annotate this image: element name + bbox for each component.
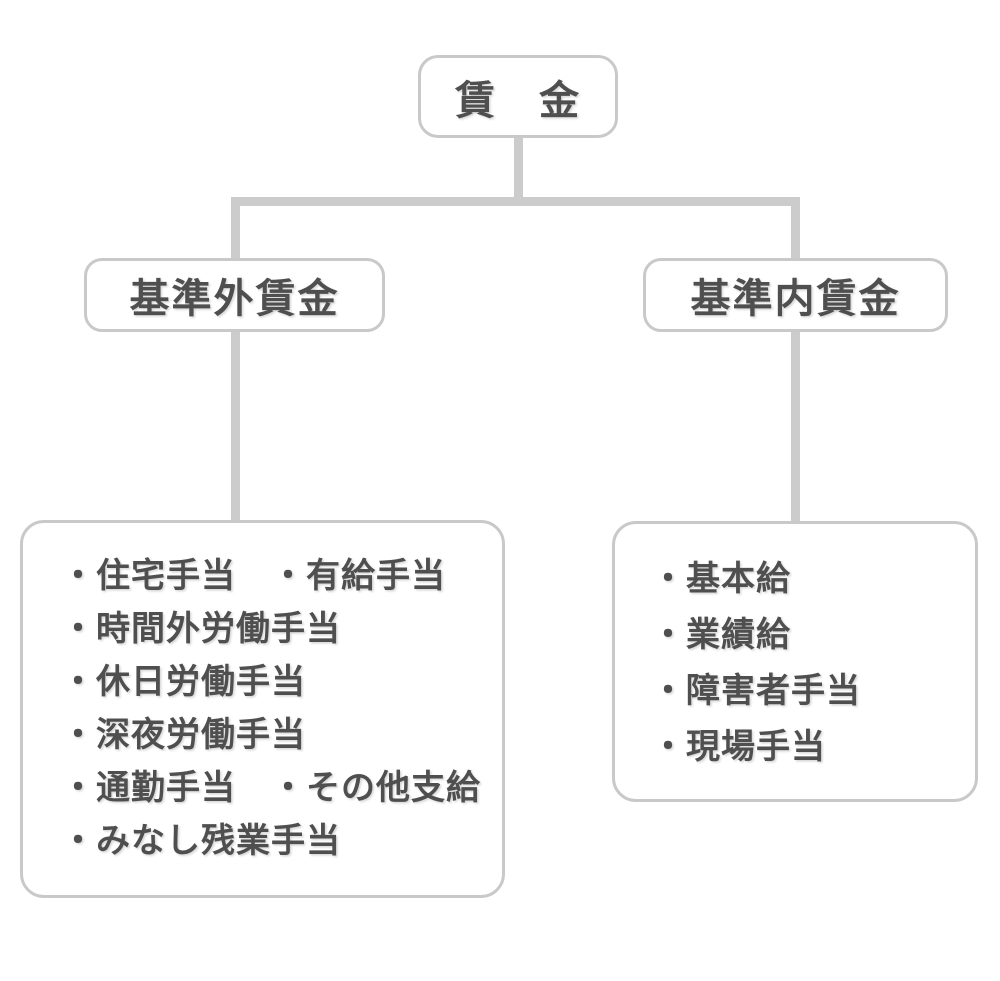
list-item: ・障害者手当 [651,672,861,710]
connector-right-drop-upper [791,197,800,260]
list-item: ・みなし残業手当 [61,822,341,860]
connector-left-drop-upper [231,197,240,260]
connector-right-drop-lower [791,330,800,524]
list-item: ・時間外労働手当 [61,610,341,648]
list-item: ・住宅手当 ・有給手当 [61,557,446,595]
list-item: ・基本給 [651,560,791,598]
node-nonstandard-wage-items: ・住宅手当 ・有給手当 ・時間外労働手当 ・休日労働手当 ・深夜労働手当 ・通勤… [20,520,505,898]
list-item: ・深夜労働手当 [61,716,306,754]
connector-left-drop-lower [231,330,240,523]
list-item: ・通勤手当 ・その他支給 [61,769,481,807]
node-wage: 賃 金 [418,55,618,138]
list-item: ・現場手当 [651,728,826,766]
list-item: ・業績給 [651,616,791,654]
connector-root-stem [514,135,523,201]
node-standard-wage: 基準内賃金 [643,258,948,332]
node-standard-wage-label: 基準内賃金 [690,277,901,321]
connector-horizontal-bar [231,197,800,206]
node-nonstandard-wage-label: 基準外賃金 [129,277,340,321]
node-nonstandard-wage: 基準外賃金 [84,258,385,332]
node-standard-wage-items: ・基本給 ・業績給 ・障害者手当 ・現場手当 [612,521,978,802]
node-wage-label: 賃 金 [455,78,581,123]
list-item: ・休日労働手当 [61,663,306,701]
